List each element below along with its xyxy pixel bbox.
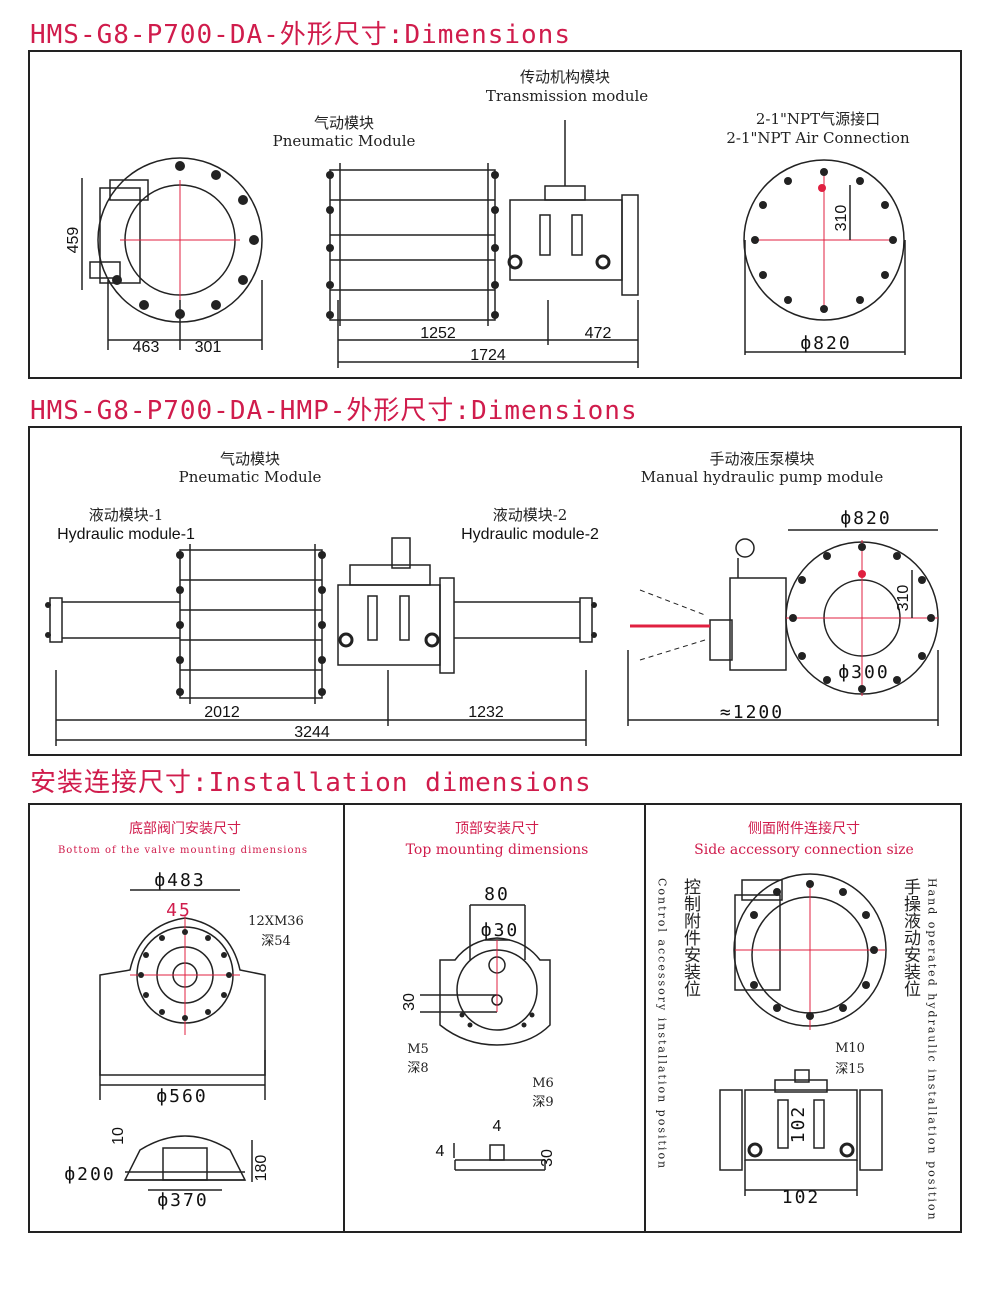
air-connection-label-cn: 2-1"NPT气源接口 [756, 110, 880, 128]
panel1-bolts [112, 161, 897, 319]
panel3b-bolts [459, 1012, 535, 1028]
control-accessory-en: Control accessory installation position [656, 878, 669, 1170]
side-mount-label-en: Side accessory connection size [694, 842, 914, 858]
panel-installation-top [343, 803, 647, 1233]
transmission-label-cn: 传动机构模块 [520, 68, 610, 86]
side-m10-depth: 深15 [835, 1062, 865, 1077]
panel1-drawing [81, 120, 906, 368]
panel3b-drawing [420, 904, 551, 1171]
air-connection-label-en: 2-1"NPT Air Connection [726, 129, 910, 147]
dim2-820: ф820 [840, 508, 891, 529]
dim-472: 472 [585, 325, 612, 342]
section3-title: 安装连接尺寸:Installation dimensions [30, 768, 592, 798]
side-102-vertical: 102 [788, 1105, 809, 1144]
top-mount-label-en: Top mounting dimensions [406, 842, 589, 858]
side-m10: M10 [835, 1041, 865, 1056]
pump-label-en: Manual hydraulic pump module [641, 468, 884, 486]
top-m5-depth: 深8 [407, 1061, 428, 1076]
hand-hydraulic-cn: 手操液动安装位 [900, 878, 921, 997]
dim-301: 301 [195, 339, 222, 356]
bottom-d200: ф200 [64, 1164, 115, 1185]
section2-title: HMS-G8-P700-DA-HMP-外形尺寸:Dimensions [30, 396, 638, 426]
hand-hydraulic-en: Hand operated hydraulic installation pos… [926, 878, 939, 1222]
side-102-horizontal: 102 [782, 1187, 821, 1208]
dim-459: 459 [65, 227, 82, 254]
hydraulic1-label-en: Hydraulic module-1 [57, 526, 195, 543]
panel2-bolts [45, 543, 935, 696]
dim-1724: 1724 [470, 347, 506, 364]
section1-title: HMS-G8-P700-DA-外形尺寸:Dimensions [30, 20, 571, 50]
top-m6-depth: 深9 [532, 1095, 553, 1110]
dim2-1200: ≈1200 [720, 702, 784, 723]
hydraulic2-label-en: Hydraulic module-2 [461, 526, 599, 543]
bottom-mount-label-en: Bottom of the valve mounting dimensions [58, 845, 308, 856]
panel3c-bolts [747, 880, 878, 1158]
top-d30: ф30 [481, 920, 520, 941]
bottom-mount-label-cn: 底部阀门安装尺寸 [129, 821, 241, 837]
panel3a-bolts [138, 929, 232, 1021]
panel3c-drawing [719, 873, 887, 1196]
transmission-label-en: Transmission module [486, 87, 648, 105]
dim-1252: 1252 [420, 325, 456, 342]
dim2-300: ф300 [838, 662, 889, 683]
dim2-1232: 1232 [468, 704, 504, 721]
side-mount-label-cn: 侧面附件连接尺寸 [748, 820, 860, 837]
pneumatic2-label-en: Pneumatic Module [179, 468, 322, 486]
top-30: 30 [401, 993, 418, 1011]
pneumatic-label-cn: 气动模块 [314, 114, 374, 132]
hydraulic1-label-cn: 液动模块-1 [89, 506, 164, 524]
top-mount-label-cn: 顶部安装尺寸 [455, 821, 539, 837]
dim-463: 463 [133, 339, 160, 356]
top-m6: M6 [532, 1076, 554, 1091]
top-30b: 30 [539, 1149, 556, 1167]
pneumatic-label-en: Pneumatic Module [273, 132, 416, 150]
bottom-d560: ф560 [156, 1086, 207, 1107]
dim2-2012: 2012 [204, 704, 240, 721]
bottom-d370: ф370 [157, 1190, 208, 1211]
bottom-d10: 10 [110, 1127, 127, 1145]
pump-port-marker [858, 570, 866, 578]
top-4a: 4 [493, 1118, 502, 1135]
control-accessory-cn: 控制附件安装位 [680, 878, 701, 997]
pump-label-cn: 手动液压泵模块 [709, 450, 814, 468]
top-4b: 4 [436, 1143, 445, 1160]
bottom-d45: 45 [166, 900, 192, 921]
hydraulic2-label-cn: 液动模块-2 [493, 506, 568, 524]
top-m5: M5 [407, 1042, 429, 1057]
dim2-3244: 3244 [294, 724, 330, 741]
pneumatic2-label-cn: 气动模块 [220, 450, 280, 468]
panel-dimensions-da [28, 50, 962, 379]
bolt-depth: 深54 [261, 934, 291, 949]
dim-820: ф820 [800, 333, 851, 354]
dim-310: 310 [833, 205, 850, 232]
bottom-d483: ф483 [154, 870, 205, 891]
dim2-310: 310 [895, 585, 912, 612]
air-connection-marker [818, 184, 826, 192]
top-80: 80 [484, 884, 510, 905]
bottom-d180: 180 [253, 1155, 270, 1182]
bolt-spec: 12XM36 [248, 914, 304, 929]
